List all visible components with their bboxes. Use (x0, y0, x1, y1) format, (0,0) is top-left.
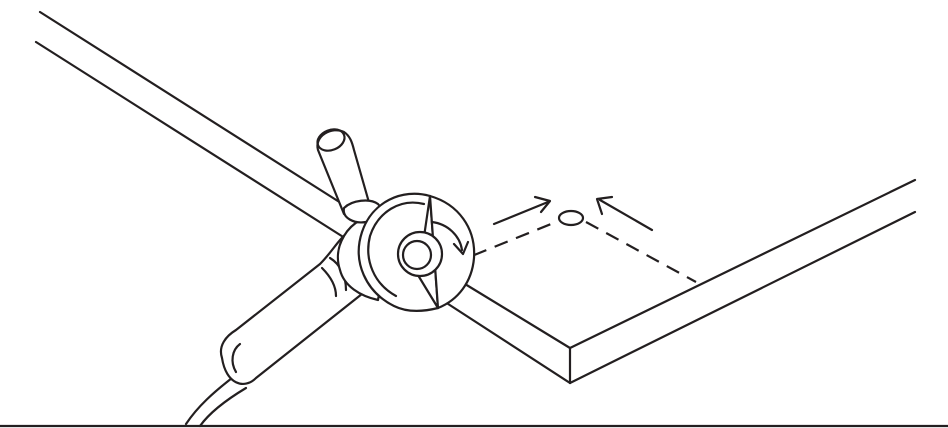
slab-top-front-edge-left (34, 40, 350, 242)
rotation-arrow-icon (430, 220, 470, 256)
dashed-cut-line-left (451, 220, 557, 266)
slab-right-top-edge (568, 178, 917, 350)
side-handle (316, 128, 382, 224)
angle-grinder (219, 128, 476, 385)
slab-bottom-front-edge (440, 298, 572, 385)
dashed-cut-line-right (585, 221, 697, 283)
power-cord (184, 376, 248, 428)
arrow-right-up-icon (492, 195, 552, 226)
slab-back-edge (38, 10, 354, 212)
countertop-slab (34, 10, 917, 385)
cut-layout (451, 209, 697, 283)
arrow-left-up-icon (595, 195, 654, 232)
spindle-nut (396, 230, 444, 278)
slab-right-bottom-edge (568, 210, 917, 385)
grip-band (231, 342, 242, 374)
drill-hole (557, 209, 585, 227)
direction-arrows (492, 195, 654, 232)
